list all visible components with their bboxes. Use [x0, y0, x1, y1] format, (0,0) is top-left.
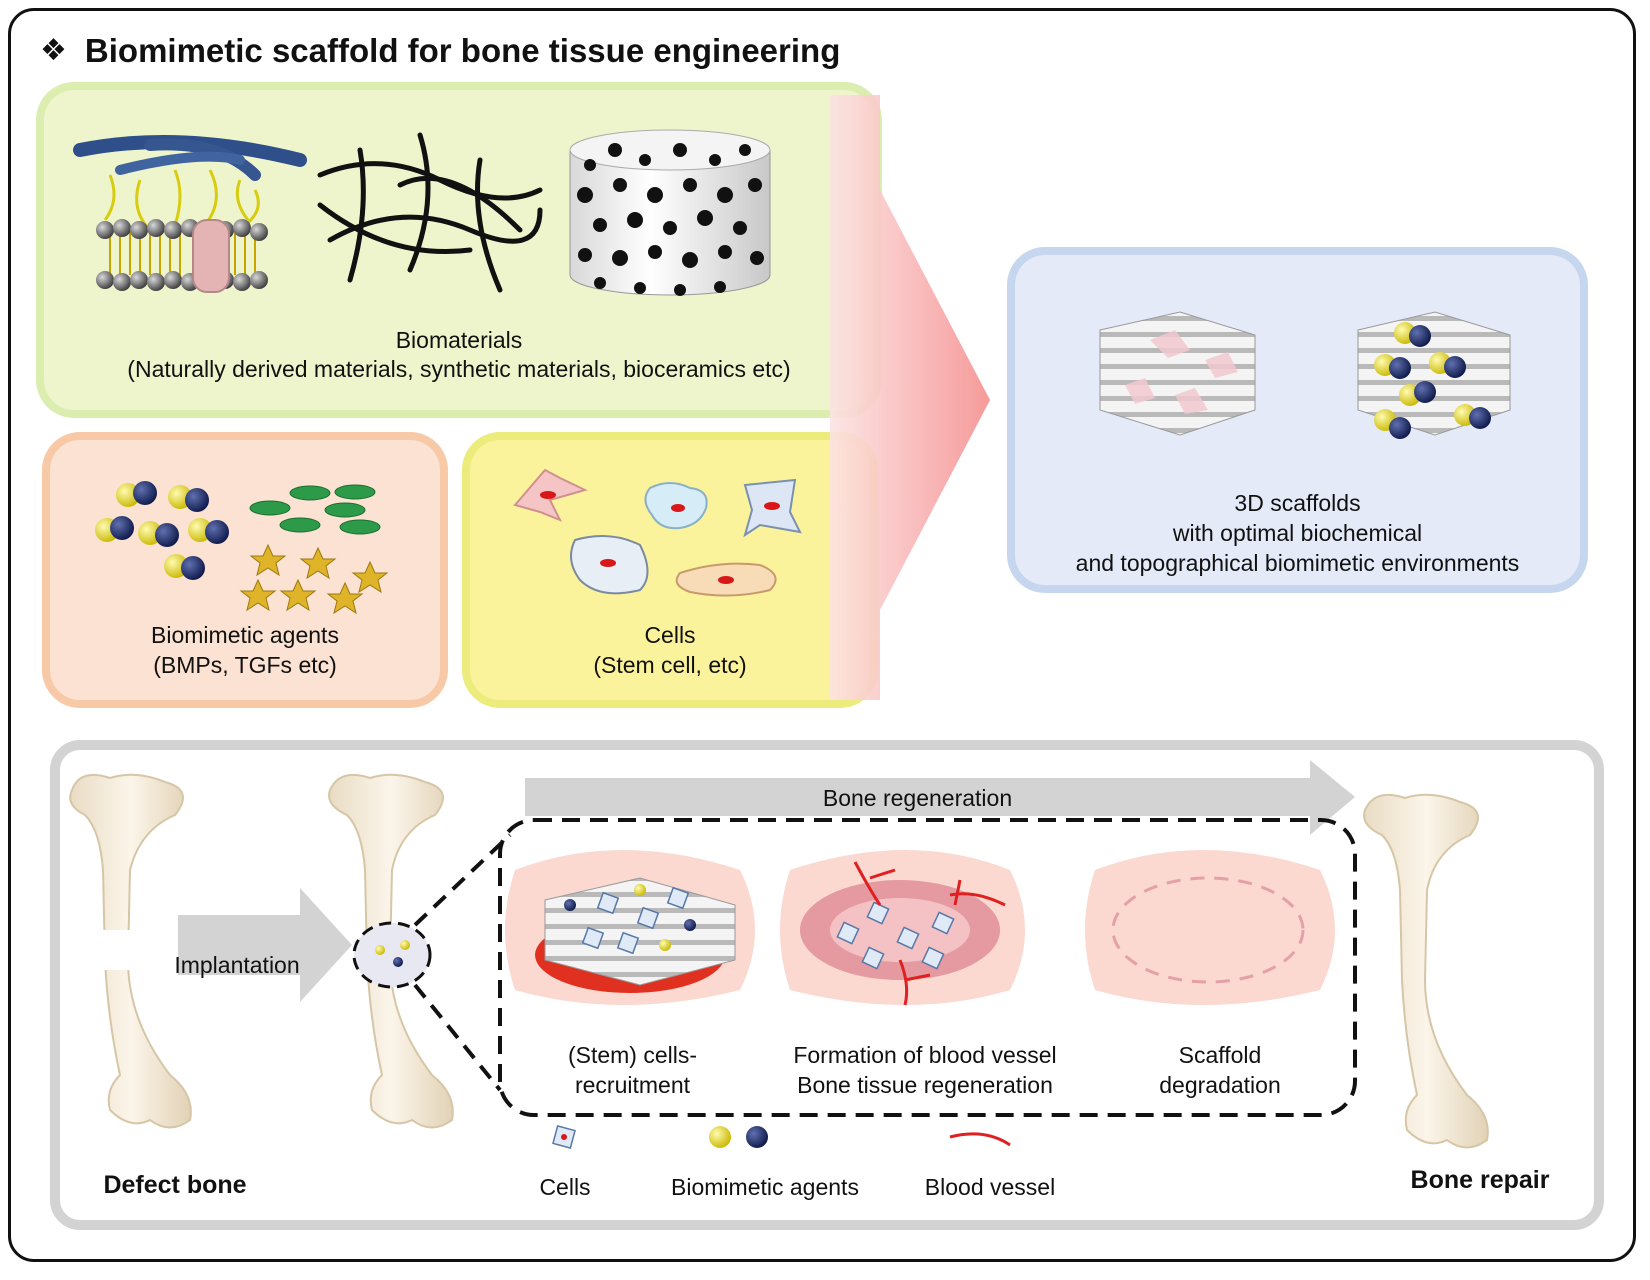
legend-cell-icon	[552, 1125, 576, 1149]
stage3-line2: degradation	[1159, 1072, 1281, 1098]
biomaterials-title: Biomaterials	[395, 327, 523, 353]
bone-icon	[69, 773, 192, 1129]
cells-title: Cells	[644, 622, 696, 648]
diamond-bullet-icon: ❖	[40, 34, 67, 67]
stage2-line2: Bone tissue regeneration	[797, 1072, 1053, 1098]
scaffold-degradation-icon	[1085, 850, 1335, 1005]
implantation-label: Implantation	[174, 952, 300, 978]
biomaterials-subtitle: (Naturally derived materials, synthetic …	[127, 356, 791, 382]
legend-agents-label: Biomimetic agents	[671, 1174, 859, 1200]
biomimetic-agents-panel	[50, 440, 440, 700]
defect-bone-label: Defect bone	[103, 1171, 247, 1199]
scaffolds-line2: with optimal biochemical	[1172, 520, 1423, 546]
growth-factor-icon	[95, 481, 389, 615]
figure-title: ❖ Biomimetic scaffold for bone tissue en…	[40, 32, 840, 70]
stage1-line1: (Stem) cells-	[567, 1042, 698, 1068]
fiber-network-icon	[317, 132, 543, 293]
legend-agent-icon	[709, 1126, 768, 1148]
legend-vessel-icon	[949, 1132, 1011, 1147]
cells-subtitle: (Stem cell, etc)	[593, 652, 747, 678]
implantation-arrow	[178, 888, 352, 1002]
title-text: Biomimetic scaffold for bone tissue engi…	[84, 32, 841, 69]
stage3-line1: Scaffold	[1178, 1042, 1262, 1068]
legend-vessel-label: Blood vessel	[924, 1174, 1056, 1200]
cell-recruitment-icon	[505, 850, 755, 1005]
stage2-line1: Formation of blood vessel	[793, 1042, 1057, 1068]
vascularization-icon	[780, 850, 1025, 1006]
scaffolds-line1: 3D scaffolds	[1234, 490, 1361, 516]
repaired-bone-icon	[1363, 793, 1489, 1149]
agents-title: Biomimetic agents	[151, 622, 339, 648]
bone-regeneration-arrow	[525, 760, 1355, 835]
stem-cell-icon	[513, 468, 802, 597]
stage1-line2: recruitment	[574, 1072, 691, 1098]
implanted-bone-icon	[328, 773, 454, 1129]
porous-ceramic-icon	[569, 129, 771, 296]
big-flow-arrow	[830, 95, 990, 700]
legend-cells-label: Cells	[539, 1174, 591, 1200]
scaffold-icon	[1099, 311, 1511, 439]
scaffolds-line3: and topographical biomimetic environment…	[1075, 550, 1520, 576]
bone-repair-label: Bone repair	[1410, 1166, 1550, 1194]
zoom-inset	[498, 818, 1357, 1117]
agents-subtitle: (BMPs, TGFs etc)	[153, 652, 337, 678]
bone-regeneration-label: Bone regeneration	[822, 785, 1013, 811]
collagen-membrane-icon	[73, 135, 307, 293]
